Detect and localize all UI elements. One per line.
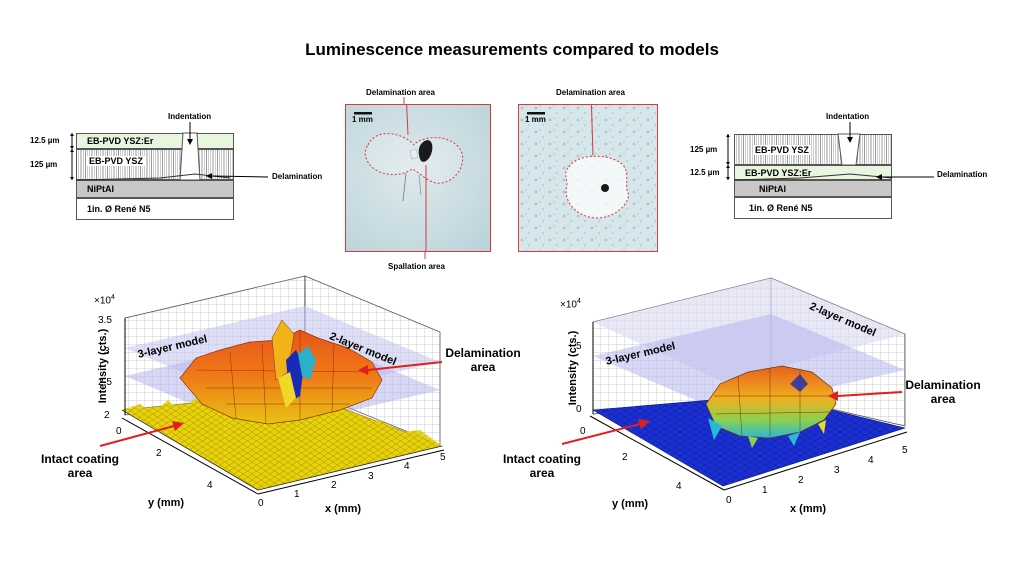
- dim-top-label: 12.5 µm: [30, 136, 60, 145]
- layer-ysz: EB-PVD YSZ: [734, 134, 892, 165]
- annot-line: area: [67, 466, 93, 480]
- micrograph-left: 1 mm: [345, 104, 491, 252]
- annot-line: Delamination: [905, 378, 981, 392]
- x-tick: 4: [404, 461, 410, 472]
- annot-line: area: [930, 392, 956, 406]
- y-tick: 4: [207, 480, 213, 491]
- x-axis-title: x (mm): [790, 503, 827, 515]
- x-tick: 3: [368, 471, 374, 482]
- dim-top-label: 125 µm: [690, 145, 718, 154]
- z-tick: 2.5: [98, 377, 112, 388]
- micrograph-right-art: [519, 105, 657, 251]
- layer-substrate: 1in. Ø René N5: [734, 197, 892, 219]
- indentation-label: Indentation: [826, 112, 870, 121]
- multiplier-label: ×104: [94, 294, 115, 306]
- x-tick: 0: [726, 495, 732, 506]
- layer-label: 1in. Ø René N5: [749, 203, 813, 213]
- multiplier-base: ×10: [560, 299, 577, 311]
- layer-ysz-er: EB-PVD YSZ:Er: [734, 165, 892, 180]
- y-axis-title: y (mm): [612, 498, 649, 510]
- x-tick: 2: [798, 475, 804, 486]
- annot-line: Intact coating: [40, 452, 119, 466]
- x-tick: 1: [294, 489, 300, 500]
- micrograph-right: 1 mm: [518, 104, 658, 252]
- x-tick: 3: [834, 465, 840, 476]
- layer-label: EB-PVD YSZ:Er: [745, 167, 812, 178]
- z-tick: 0: [576, 404, 582, 415]
- z-tick: 2: [104, 410, 110, 421]
- delamination-label: Delamination: [937, 170, 988, 179]
- z-tick: 3.5: [98, 315, 112, 326]
- x-tick: 5: [440, 452, 446, 463]
- indentation-label: Indentation: [168, 112, 212, 121]
- x-tick: 0: [258, 498, 264, 509]
- spallation-area-label: Spallation area: [388, 262, 445, 271]
- layer-niptal: NiPtAl: [734, 180, 892, 197]
- dim-bottom-label: 125 µm: [30, 160, 58, 169]
- y-axis-title: y (mm): [148, 497, 185, 509]
- y-tick: 0: [580, 426, 586, 437]
- x-tick: 2: [331, 480, 337, 491]
- annot-line: Intact coating: [502, 452, 581, 466]
- x-axis-title: x (mm): [325, 503, 362, 515]
- layer-label: 1in. Ø René N5: [87, 204, 151, 214]
- z-tick: 5: [576, 341, 582, 352]
- layer-niptal: NiPtAl: [76, 180, 234, 198]
- scale-bar-label: 1 mm: [352, 115, 373, 124]
- multiplier-base: ×10: [94, 295, 111, 307]
- multiplier-exponent: 4: [110, 294, 115, 301]
- multiplier-exponent: 4: [576, 298, 581, 305]
- x-tick: 5: [902, 445, 908, 456]
- micrograph-left-art: [354, 105, 464, 251]
- layer-label: EB-PVD YSZ:Er: [87, 136, 154, 146]
- annot-line: Delamination: [445, 346, 521, 360]
- layer-label: EB-PVD YSZ: [753, 144, 811, 155]
- x-tick: 1: [762, 485, 768, 496]
- annot-line: area: [529, 466, 555, 480]
- delamination-label: Delamination: [272, 172, 323, 181]
- z-tick: 3: [104, 346, 110, 357]
- layer-substrate: 1in. Ø René N5: [76, 198, 234, 220]
- x-tick: 4: [868, 455, 874, 466]
- y-tick: 2: [156, 448, 162, 459]
- annot-line: area: [470, 360, 496, 374]
- delamination-area-label: Delamination area: [366, 88, 435, 97]
- layer-label: NiPtAl: [87, 184, 114, 194]
- layer-ysz: EB-PVD YSZ: [76, 149, 234, 180]
- delamination-area-label: Delamination area: [556, 88, 625, 97]
- page-title: Luminescence measurements compared to mo…: [305, 40, 719, 59]
- y-tick: 0: [116, 426, 122, 437]
- scale-bar-label: 1 mm: [525, 115, 546, 124]
- multiplier-label: ×104: [560, 298, 581, 310]
- layer-label: NiPtAl: [759, 183, 786, 194]
- y-tick: 2: [622, 452, 628, 463]
- y-tick: 4: [676, 481, 682, 492]
- dim-bottom-label: 12.5 µm: [690, 168, 720, 177]
- layer-label: EB-PVD YSZ: [87, 156, 145, 166]
